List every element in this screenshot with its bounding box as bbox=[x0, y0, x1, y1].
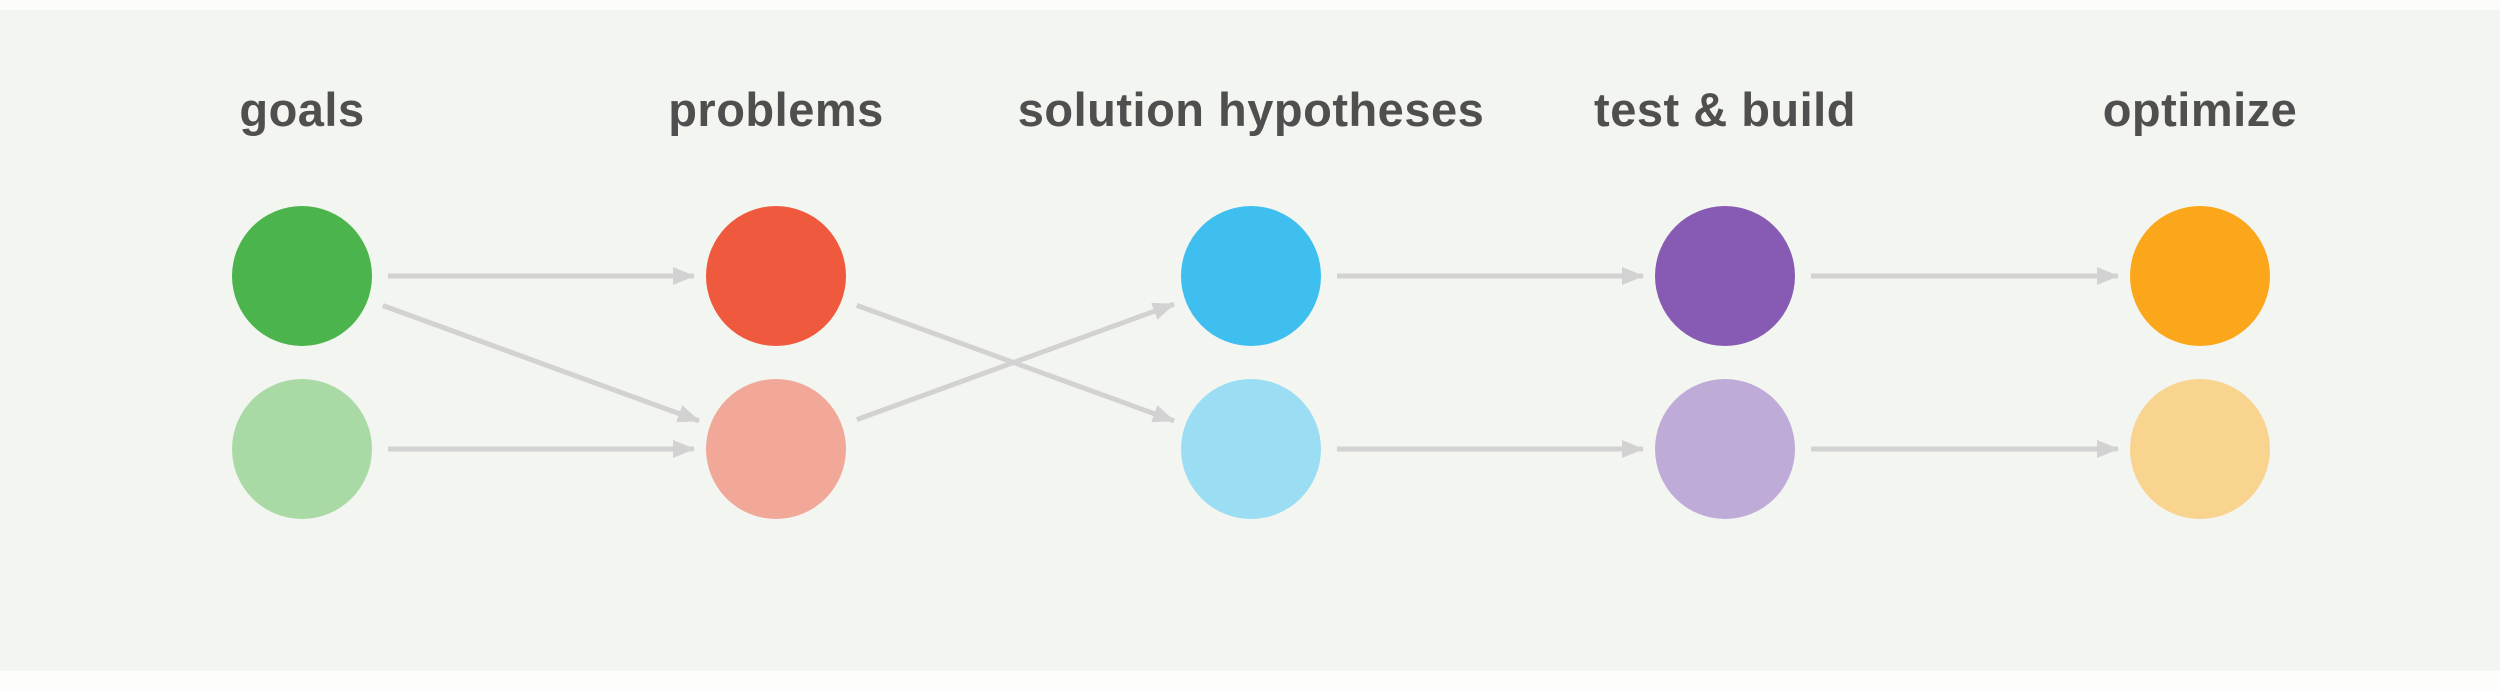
edge-arrow bbox=[855, 301, 1175, 422]
node-problems-secondary bbox=[706, 379, 846, 519]
column-label-optimize: optimize bbox=[2102, 83, 2298, 136]
column-label-test-build: test & build bbox=[1594, 83, 1856, 136]
node-solution-hypotheses-primary bbox=[1181, 206, 1321, 346]
column-label-problems: problems bbox=[668, 83, 884, 136]
node-goals-secondary bbox=[232, 379, 372, 519]
column-label-goals: goals bbox=[239, 83, 365, 136]
node-optimize-primary bbox=[2130, 206, 2270, 346]
node-goals-primary bbox=[232, 206, 372, 346]
edge-arrow bbox=[381, 303, 700, 424]
column-label-solution-hypotheses: solution hypotheses bbox=[1017, 83, 1485, 136]
node-test-build-secondary bbox=[1655, 379, 1795, 519]
node-optimize-secondary bbox=[2130, 379, 2270, 519]
node-problems-primary bbox=[706, 206, 846, 346]
node-test-build-primary bbox=[1655, 206, 1795, 346]
node-solution-hypotheses-secondary bbox=[1181, 379, 1321, 519]
